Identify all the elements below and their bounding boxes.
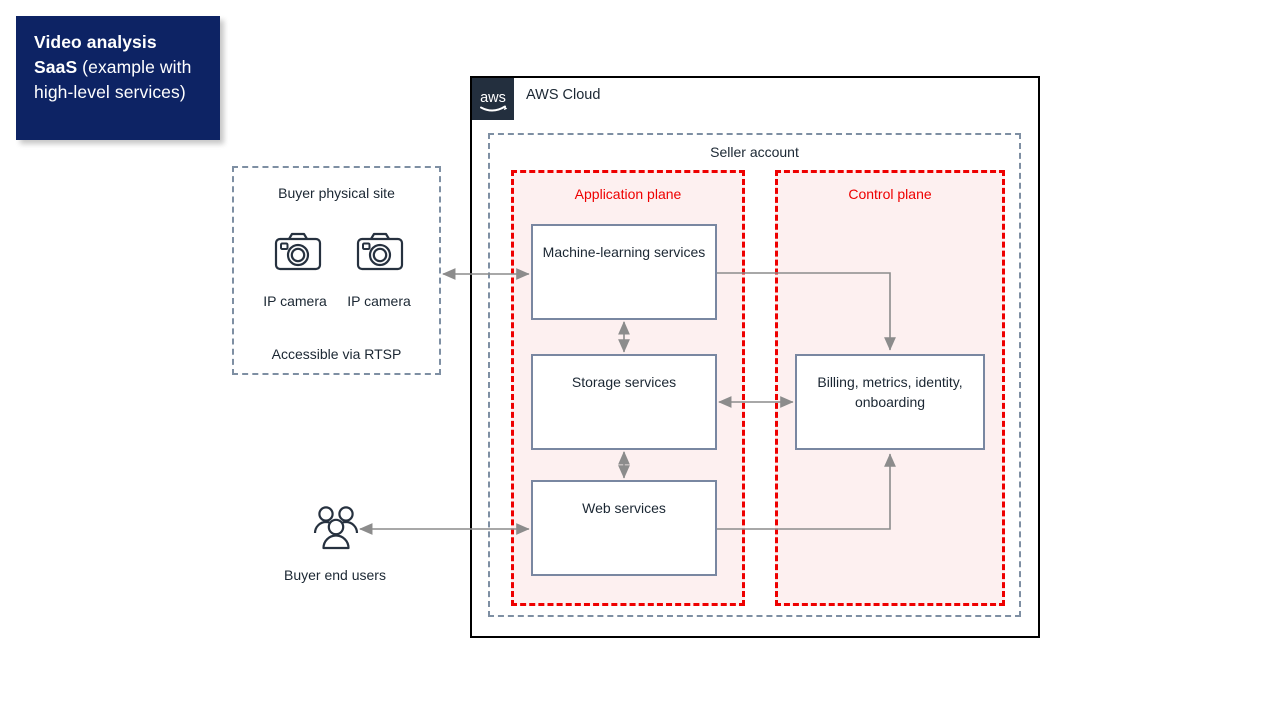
camera-label: IP camera: [347, 293, 411, 309]
application-plane-label: Application plane: [574, 186, 682, 202]
buyer-end-users-label: Buyer end users: [284, 567, 386, 583]
aws-logo-icon: aws: [472, 78, 514, 120]
title-strong: Video analysis SaaS: [34, 32, 157, 77]
svg-text:aws: aws: [480, 90, 506, 106]
service-box-web-label: Web services: [582, 500, 666, 516]
title-rest: (example with high-level services): [34, 57, 192, 102]
camera-icon: [355, 231, 405, 280]
title-card: Video analysis SaaS (example with high-l…: [16, 16, 220, 140]
service-box-machine-learning-label: Machine-learning services: [542, 244, 706, 260]
buyer-physical-site-boundary: [232, 166, 441, 375]
aws-cloud-label: AWS Cloud: [526, 87, 601, 103]
buyer-physical-site-title: Buyer physical site: [278, 185, 395, 201]
service-box-web[interactable]: Web services: [531, 480, 717, 576]
service-box-billing-label: Billing, metrics, identity, onboarding: [817, 374, 963, 410]
service-box-billing[interactable]: Billing, metrics, identity, onboarding: [795, 354, 985, 450]
camera-label: IP camera: [263, 293, 327, 309]
camera-icon: [273, 231, 323, 280]
control-plane-label: Control plane: [848, 186, 932, 202]
service-box-storage[interactable]: Storage services: [531, 354, 717, 450]
service-box-machine-learning[interactable]: Machine-learning services: [531, 224, 717, 320]
seller-account-label: Seller account: [710, 144, 799, 160]
seller-account-boundary: [488, 133, 1021, 617]
service-box-storage-label: Storage services: [571, 374, 677, 390]
title-card-text: Video analysis SaaS (example with high-l…: [34, 30, 204, 105]
rtsp-note: Accessible via RTSP: [271, 346, 402, 362]
users-group-icon: [310, 505, 362, 556]
